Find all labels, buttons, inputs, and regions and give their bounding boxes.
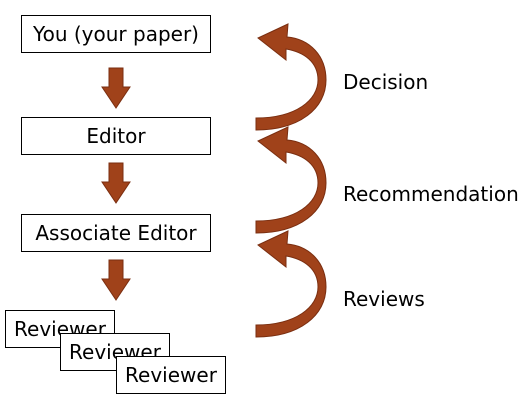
curved-up-arrow-icon xyxy=(255,126,327,234)
reviews-label: Reviews xyxy=(343,287,425,311)
decision-label: Decision xyxy=(343,70,429,94)
down-arrow-icon xyxy=(101,67,131,109)
down-arrow-icon xyxy=(101,259,131,301)
editor-box: Editor xyxy=(21,117,211,155)
you-box: You (your paper) xyxy=(21,15,211,53)
recommendation-label: Recommendation xyxy=(343,182,519,206)
curved-up-arrow-icon xyxy=(255,230,327,338)
down-arrow-icon xyxy=(101,162,131,204)
associate-editor-box: Associate Editor xyxy=(21,214,211,252)
curved-up-arrow-icon xyxy=(255,23,327,131)
reviewer-box-3: Reviewer xyxy=(116,356,226,394)
